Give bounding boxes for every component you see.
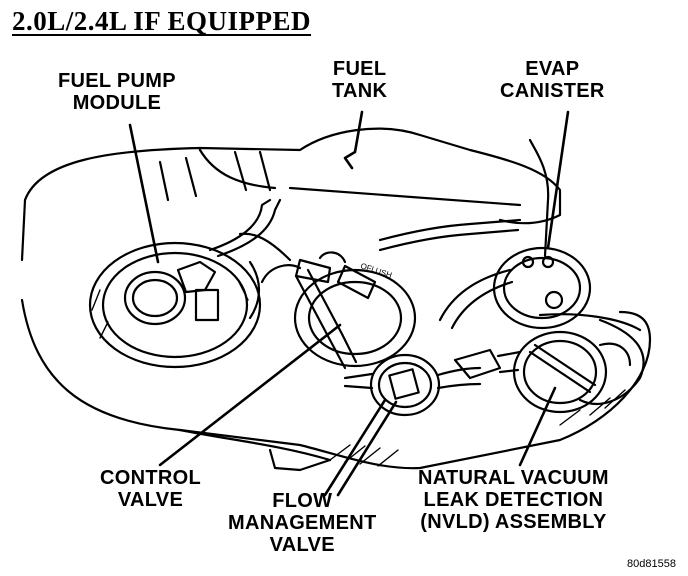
- label-fuel-tank-line2: TANK: [332, 80, 388, 102]
- control-valve-drawing: [238, 218, 522, 370]
- figure-title: 2.0L/2.4L IF EQUIPPED: [12, 6, 312, 36]
- leader-fuel-tank: [343, 110, 364, 170]
- flow-management-valve-drawing: [343, 353, 482, 417]
- label-fuel-pump-module-line2: MODULE: [72, 92, 162, 114]
- label-evap-canister: EVAP CANISTER: [500, 58, 605, 102]
- label-nvld-assembly-line2: LEAK DETECTION: [423, 489, 604, 511]
- label-fuel-pump-module: FUEL PUMP MODULE: [58, 70, 176, 114]
- label-flow-management-valve-line3: VALVE: [269, 534, 335, 556]
- leader-evap-canister: [546, 110, 570, 250]
- leader-flow-management-valve-b: [336, 400, 398, 497]
- leader-flow-management-valve-a: [323, 398, 387, 497]
- label-evap-canister-line1: EVAP: [525, 58, 580, 80]
- label-fuel-pump-module-line1: FUEL PUMP: [58, 70, 176, 92]
- label-evap-canister-line2: CANISTER: [500, 80, 605, 102]
- label-nvld-assembly-line1: NATURAL VACUUM: [418, 467, 609, 489]
- label-nvld-assembly-line3: (NVLD) ASSEMBLY: [420, 511, 607, 533]
- label-control-valve-line2: VALVE: [117, 489, 184, 511]
- label-fuel-tank: FUEL TANK: [332, 58, 387, 102]
- label-fuel-tank-line1: FUEL: [332, 58, 387, 80]
- label-nvld-assembly: NATURAL VACUUM LEAK DETECTION (NVLD) ASS…: [418, 467, 609, 533]
- leader-fuel-pump-module: [128, 123, 160, 264]
- label-flow-management-valve-line1: FLOW: [272, 490, 333, 512]
- label-control-valve: CONTROL VALVE: [100, 467, 201, 511]
- evap-canister-drawing: [438, 138, 592, 330]
- label-control-valve-line1: CONTROL: [100, 467, 201, 489]
- label-flow-management-valve: FLOW MANAGEMENT VALVE: [228, 490, 377, 556]
- leader-nvld-assembly: [518, 386, 557, 467]
- leader-lines: [128, 110, 570, 497]
- label-flow-management-valve-line2: MANAGEMENT: [228, 512, 377, 534]
- fuel-tank-lower-body: [20, 298, 652, 472]
- leader-control-valve: [158, 323, 342, 467]
- fuel-pump-module-drawing: [88, 198, 282, 369]
- fuel-tank-outline: [20, 127, 562, 262]
- figure-code: 80d81558: [627, 558, 676, 570]
- nvld-assembly-drawing: [453, 330, 632, 414]
